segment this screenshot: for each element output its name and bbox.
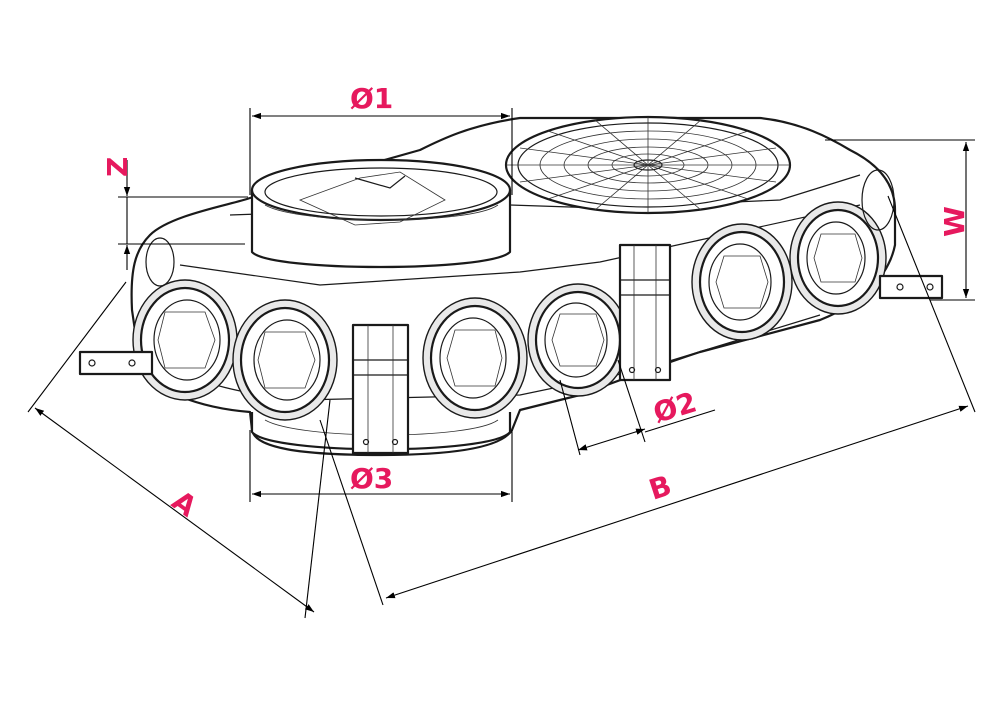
bracket <box>351 323 410 455</box>
spigot <box>691 223 793 341</box>
spigot <box>527 283 629 397</box>
bracket <box>878 274 944 300</box>
round-spigots <box>132 169 895 421</box>
spigot <box>132 279 238 401</box>
spigot <box>789 201 887 315</box>
top-collar <box>250 158 512 269</box>
label-diameter-2: Ø2 <box>649 385 700 429</box>
label-diameter-1: Ø1 <box>350 82 393 115</box>
label-a: A <box>166 484 203 524</box>
dimension-lines <box>27 108 976 619</box>
bracket <box>78 350 154 376</box>
bracket <box>618 243 672 382</box>
spigot <box>145 169 895 287</box>
label-w: W <box>938 206 971 237</box>
spigot <box>422 297 528 419</box>
spigot <box>232 299 338 421</box>
label-z: Z <box>101 157 134 177</box>
label-b: B <box>645 469 675 507</box>
label-diameter-3: Ø3 <box>350 462 393 495</box>
top-grille <box>504 115 792 215</box>
